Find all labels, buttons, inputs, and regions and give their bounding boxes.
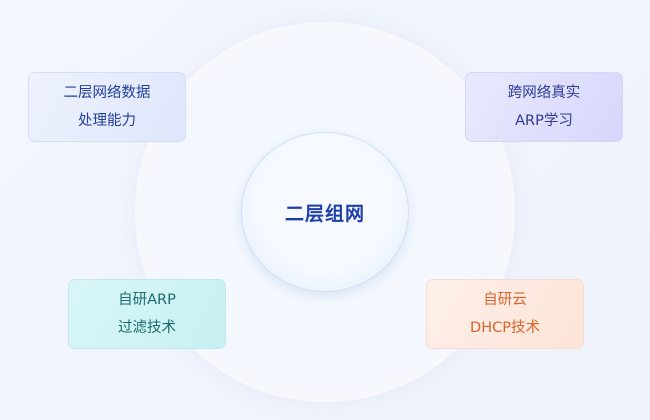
card-cloud-dhcp: 自研云 DHCP技术 [426, 279, 584, 349]
center-bubble: 二层组网 [242, 133, 408, 291]
card-line2: 过滤技术 [118, 320, 176, 336]
card-line1: 二层网络数据 [63, 85, 151, 101]
card-line2: 处理能力 [78, 113, 136, 129]
card-l2-data-processing: 二层网络数据 处理能力 [28, 72, 186, 142]
card-line2: DHCP技术 [470, 320, 540, 336]
card-line2: ARP学习 [515, 113, 573, 129]
card-line1: 自研ARP [118, 292, 176, 308]
card-line1: 跨网络真实 [507, 85, 581, 101]
card-cross-network-arp: 跨网络真实 ARP学习 [465, 72, 623, 142]
center-label: 二层组网 [284, 202, 365, 225]
card-arp-filter: 自研ARP 过滤技术 [68, 279, 226, 349]
card-line1: 自研云 [483, 292, 527, 308]
